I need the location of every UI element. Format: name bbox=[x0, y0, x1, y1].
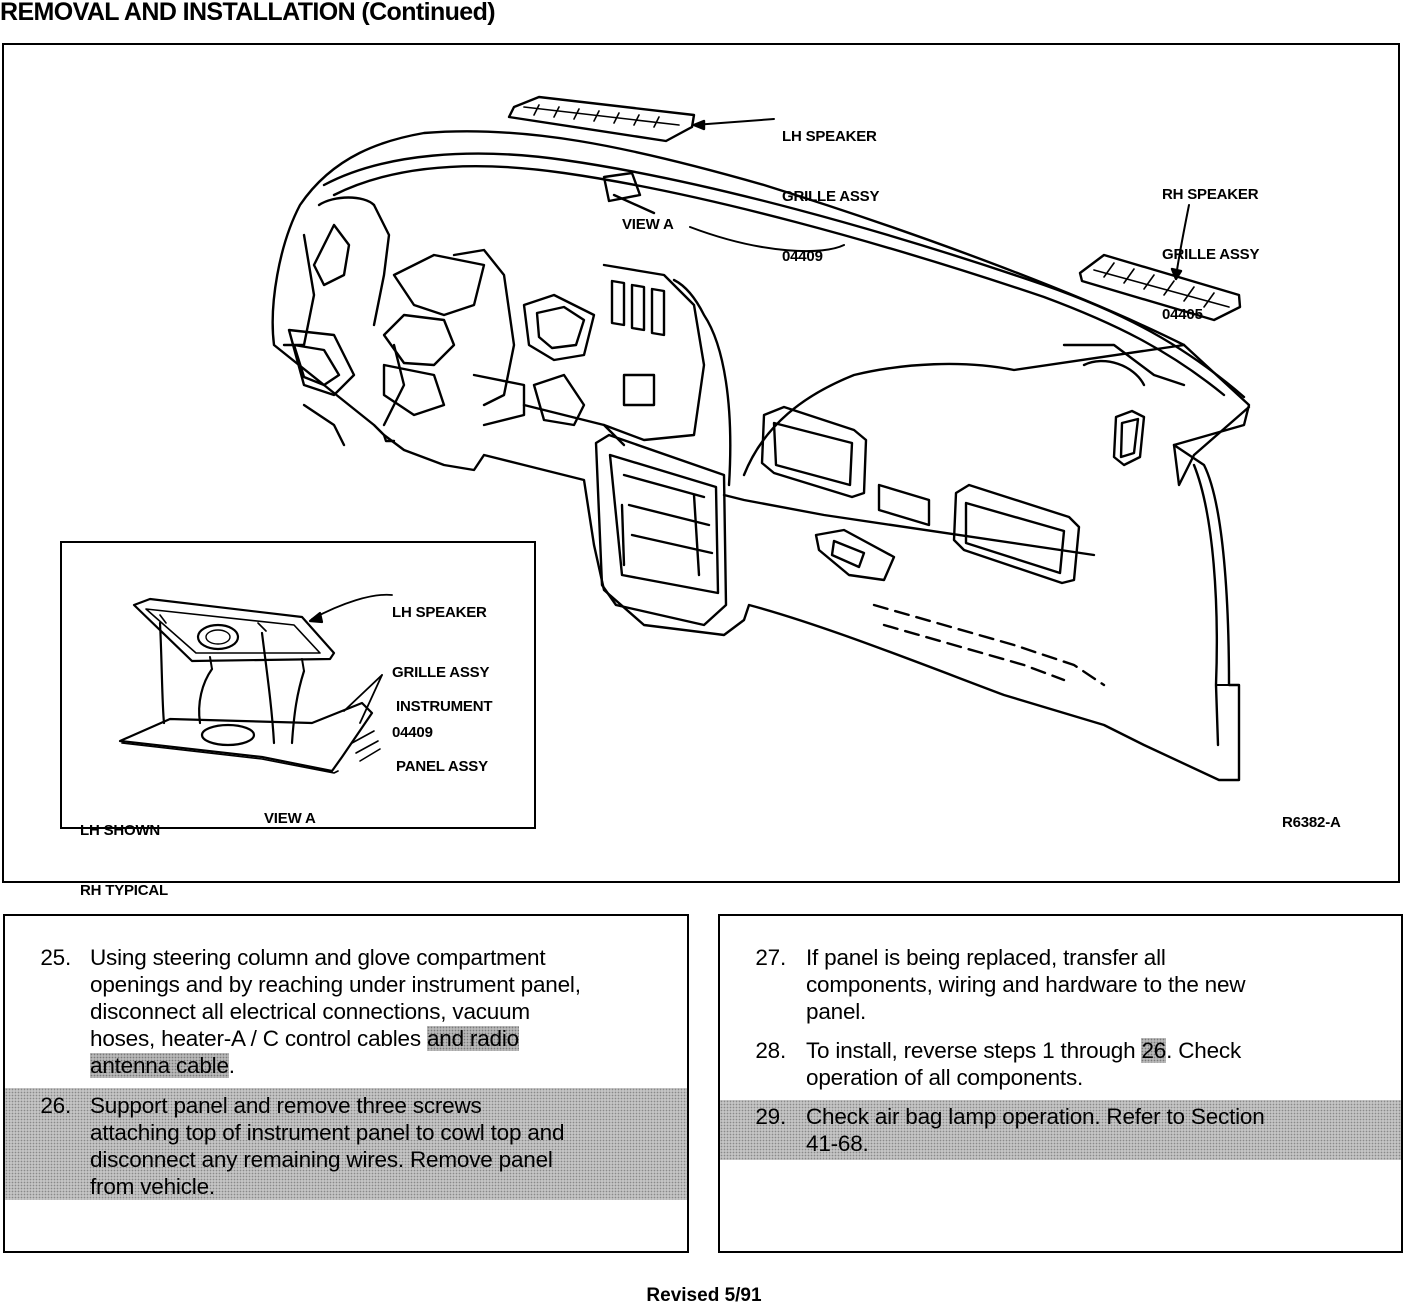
step-25-line-3: disconnect all electrical connections, v… bbox=[90, 999, 530, 1024]
rh-speaker-grille-label: RH SPEAKER GRILLE ASSY 04405 bbox=[1162, 145, 1259, 365]
inset-note-line1: LH SHOWN bbox=[80, 822, 161, 839]
lh-speaker-grille-part: 04409 bbox=[782, 248, 823, 265]
steps-box-right: 27. If panel is being replaced, transfer… bbox=[718, 914, 1403, 1253]
view-a-inset-illustration bbox=[118, 593, 393, 774]
step-28-line-2: operation of all components. bbox=[806, 1065, 1084, 1090]
revision-footer: Revised 5/91 bbox=[646, 1285, 762, 1306]
step-29: 29. Check air bag lamp operation. Refer … bbox=[720, 1100, 1401, 1160]
step-26-line-1: Support panel and remove three screws bbox=[90, 1093, 482, 1118]
step-25-highlight-2: antenna cable bbox=[90, 1053, 229, 1078]
inset-lh-grille-label: LH SPEAKER GRILLE ASSY 04409 bbox=[392, 563, 489, 783]
inset-panel-name: INSTRUMENT bbox=[396, 698, 493, 715]
inset-instrument-panel-label: INSTRUMENT PANEL ASSY bbox=[396, 657, 493, 817]
lh-speaker-grille-name2: GRILLE ASSY bbox=[782, 188, 880, 205]
step-28-text: To install, reverse steps 1 through 26. … bbox=[806, 1037, 1241, 1091]
page-title: REMOVAL AND INSTALLATION (Continued) bbox=[0, 0, 496, 26]
step-28-number: 28. bbox=[755, 1038, 786, 1063]
lh-speaker-grille-label: LH SPEAKER GRILLE ASSY 04409 bbox=[782, 87, 879, 307]
inset-view-title: VIEW A bbox=[264, 810, 316, 827]
step-26-line-4: from vehicle. bbox=[90, 1174, 215, 1199]
lh-speaker-grille-name: LH SPEAKER bbox=[782, 128, 877, 145]
step-29-text: Check air bag lamp operation. Refer to S… bbox=[806, 1103, 1265, 1157]
step-25-tail: . bbox=[228, 1053, 235, 1078]
step-27-line-2: components, wiring and hardware to the n… bbox=[806, 972, 1246, 997]
step-25-number: 25. bbox=[40, 945, 71, 970]
rh-speaker-grille-part: 04405 bbox=[1162, 306, 1203, 323]
inset-lh-grille-name: LH SPEAKER bbox=[392, 604, 487, 621]
rh-speaker-grille-name2: GRILLE ASSY bbox=[1162, 246, 1260, 263]
step-29-line-1: Check air bag lamp operation. Refer to S… bbox=[806, 1104, 1265, 1129]
step-25-text: Using steering column and glove compartm… bbox=[90, 944, 581, 1079]
instrument-panel-figure: LH SPEAKER GRILLE ASSY 04409 RH SPEAKER … bbox=[2, 43, 1400, 899]
step-29-line-2: 41-68. bbox=[806, 1131, 869, 1156]
step-28-line-1-post: . Check bbox=[1166, 1038, 1242, 1063]
step-28-highlight: 26 bbox=[1141, 1038, 1167, 1063]
steps-box-left: 25. Using steering column and glove comp… bbox=[3, 914, 689, 1253]
step-25-line-4-text: hoses, heater-A / C control cables bbox=[90, 1026, 427, 1051]
inset-lh-grille-name2: GRILLE ASSY bbox=[392, 664, 490, 681]
step-26-number: 26. bbox=[40, 1093, 71, 1118]
step-28-line-1: To install, reverse steps 1 through 26. … bbox=[806, 1037, 1241, 1064]
step-27-line-3: panel. bbox=[806, 999, 867, 1024]
step-28-line-1-pre: To install, reverse steps 1 through bbox=[806, 1038, 1142, 1063]
view-a-callout: VIEW A bbox=[622, 216, 674, 233]
step-25-highlight-1: and radio bbox=[426, 1026, 519, 1051]
step-25-line-5: antenna cable. bbox=[90, 1052, 581, 1079]
step-27-text: If panel is being replaced, transfer all… bbox=[806, 944, 1246, 1025]
view-a-inset: LH SPEAKER GRILLE ASSY 04409 INSTRUMENT … bbox=[60, 541, 536, 899]
step-25-line-2: openings and by reaching under instrumen… bbox=[90, 972, 581, 997]
step-25-line-1: Using steering column and glove compartm… bbox=[90, 945, 546, 970]
step-27-number: 27. bbox=[755, 945, 786, 970]
inset-panel-name2: PANEL ASSY bbox=[396, 758, 488, 775]
step-26-text: Support panel and remove three screws at… bbox=[90, 1092, 564, 1200]
instrument-panel-illustration bbox=[271, 95, 1251, 782]
inset-note: LH SHOWN RH TYPICAL bbox=[80, 781, 168, 941]
rh-speaker-grille-name: RH SPEAKER bbox=[1162, 186, 1259, 203]
step-26-line-2: attaching top of instrument panel to cow… bbox=[90, 1120, 565, 1145]
figure-code: R6382-A bbox=[1282, 814, 1341, 831]
inset-note-line2: RH TYPICAL bbox=[80, 882, 169, 899]
step-26: 26. Support panel and remove three screw… bbox=[5, 1088, 687, 1200]
step-26-line-3: disconnect any remaining wires. Remove p… bbox=[90, 1147, 553, 1172]
step-29-number: 29. bbox=[755, 1104, 786, 1129]
step-25-line-4: hoses, heater-A / C control cables and r… bbox=[90, 1025, 581, 1052]
step-27-line-1: If panel is being replaced, transfer all bbox=[806, 945, 1166, 970]
inset-lh-grille-part: 04409 bbox=[392, 724, 433, 741]
